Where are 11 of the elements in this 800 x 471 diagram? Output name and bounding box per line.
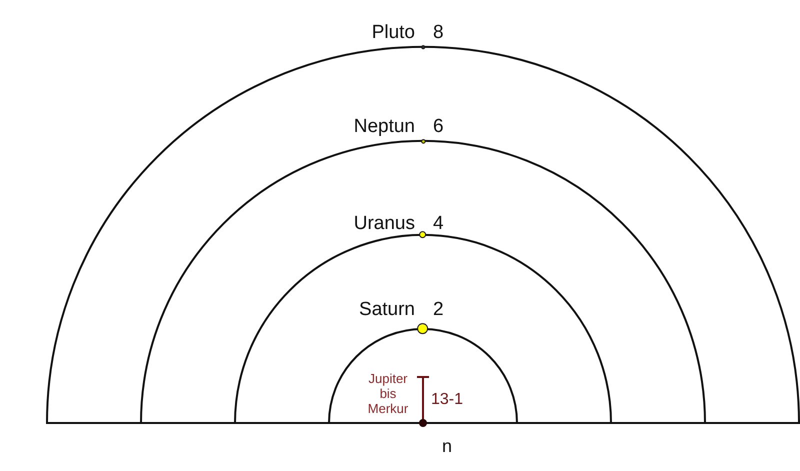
center-label: n [442,435,452,457]
orbit-number: 8 [433,22,444,44]
orbit-number: 2 [433,299,444,321]
planet-name: Saturn [359,299,415,321]
planet-range-label: Jupiter bis Merkur [366,371,410,416]
planet-name: Neptun [354,116,415,138]
orbit-number: 6 [433,116,444,138]
planet-name: Uranus [354,213,415,235]
dimension-label: 13-1 [431,390,464,410]
orbit-number: 4 [433,213,444,235]
planet-name: Pluto [372,22,415,44]
